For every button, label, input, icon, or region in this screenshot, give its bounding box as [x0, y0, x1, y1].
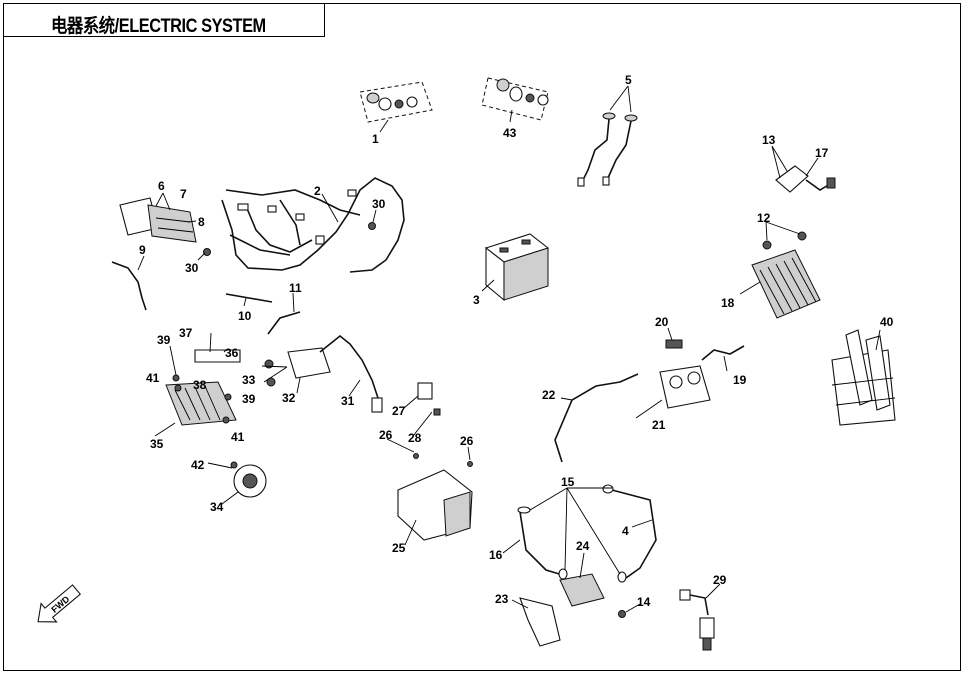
- callout-31: 31: [341, 394, 355, 408]
- part-4-hose: [517, 484, 657, 583]
- callout-25: 25: [392, 541, 406, 555]
- callout-13: 13: [762, 133, 776, 147]
- part-18-regulator: [751, 249, 821, 319]
- part-12-bolts: [762, 231, 807, 250]
- part-11-wire: [267, 311, 301, 335]
- callout-17: 17: [815, 146, 829, 160]
- callout-14: 14: [637, 595, 651, 609]
- callout-34: 34: [210, 500, 224, 514]
- callout-39-a: 39: [157, 333, 171, 347]
- part-34-horn: [230, 461, 267, 498]
- part-32-starter-relay: [264, 347, 331, 387]
- part-7-switch-assembly: [119, 197, 197, 243]
- part-5-sensor-wires: [577, 112, 638, 187]
- callout-3: 3: [473, 293, 480, 307]
- callout-29: 29: [713, 573, 727, 587]
- part-24-fuel-pump: [519, 573, 626, 647]
- page-title: 电器系统/ELECTRIC SYSTEM: [51, 16, 266, 37]
- part-3-battery: [484, 233, 550, 302]
- title-box: 电器系统/ELECTRIC SYSTEM: [3, 3, 325, 37]
- callout-22: 22: [542, 388, 556, 402]
- callout-35: 35: [150, 437, 164, 451]
- callout-6: 6: [158, 179, 165, 193]
- diagram-frame: [3, 3, 961, 671]
- callout-30-b: 30: [185, 261, 199, 275]
- part-17-flasher-relay: [775, 165, 836, 193]
- part-9-wire: [111, 261, 147, 311]
- callout-30-a: 30: [372, 197, 386, 211]
- part-27-sensor: [417, 382, 441, 416]
- part-10-wire: [225, 293, 273, 303]
- callout-24: 24: [576, 539, 590, 553]
- callout-32: 32: [282, 391, 296, 405]
- callout-18: 18: [721, 296, 735, 310]
- callout-26-a: 26: [379, 428, 393, 442]
- callout-26-b: 26: [460, 434, 474, 448]
- part-30-screw-a: [368, 222, 376, 230]
- callout-39-b: 39: [242, 392, 256, 406]
- part-43-seal-kit: [481, 77, 549, 121]
- callout-15: 15: [561, 475, 575, 489]
- callout-41-b: 41: [231, 430, 245, 444]
- forward-arrow-icon: FWD: [37, 584, 82, 623]
- callout-27: 27: [392, 404, 406, 418]
- part-31-ignition-coil: [319, 334, 383, 413]
- callout-8: 8: [198, 215, 205, 229]
- part-35-fuse-box: [165, 349, 241, 426]
- callout-40: 40: [880, 315, 894, 329]
- part-29-sensor: [679, 589, 715, 651]
- part-40-battery-bracket: [831, 329, 896, 426]
- callout-20: 20: [655, 315, 669, 329]
- part-19-cable: [701, 345, 745, 361]
- callout-1: 1: [372, 132, 379, 146]
- part-22-wire: [554, 373, 639, 463]
- callout-36: 36: [225, 346, 239, 360]
- callout-labels: 1 43 5 13 17 12 18 40 6 7 8 9 2 30 30 10…: [139, 73, 894, 609]
- callout-9: 9: [139, 243, 146, 257]
- callout-7: 7: [180, 187, 187, 201]
- callout-2: 2: [314, 184, 321, 198]
- callout-11: 11: [289, 281, 302, 295]
- part-21-solenoid: [659, 339, 711, 409]
- callout-19: 19: [733, 373, 747, 387]
- callout-42: 42: [191, 458, 205, 472]
- callout-12: 12: [757, 211, 771, 225]
- callout-28: 28: [408, 431, 422, 445]
- callout-23: 23: [495, 592, 509, 606]
- callout-16: 16: [489, 548, 503, 562]
- part-2-main-harness: [221, 177, 405, 273]
- callout-37: 37: [179, 326, 193, 340]
- callout-10: 10: [238, 309, 252, 323]
- callout-41-a: 41: [146, 371, 160, 385]
- part-1-seal-kit: [359, 81, 433, 123]
- callout-4: 4: [622, 524, 629, 538]
- callout-21: 21: [652, 418, 666, 432]
- callout-38: 38: [193, 378, 207, 392]
- part-30-screw-b: [203, 248, 211, 256]
- callout-33: 33: [242, 373, 256, 387]
- callout-5: 5: [625, 73, 632, 87]
- leader-lines: [137, 85, 881, 613]
- callout-43: 43: [503, 126, 517, 140]
- part-25-ecu: [397, 453, 473, 541]
